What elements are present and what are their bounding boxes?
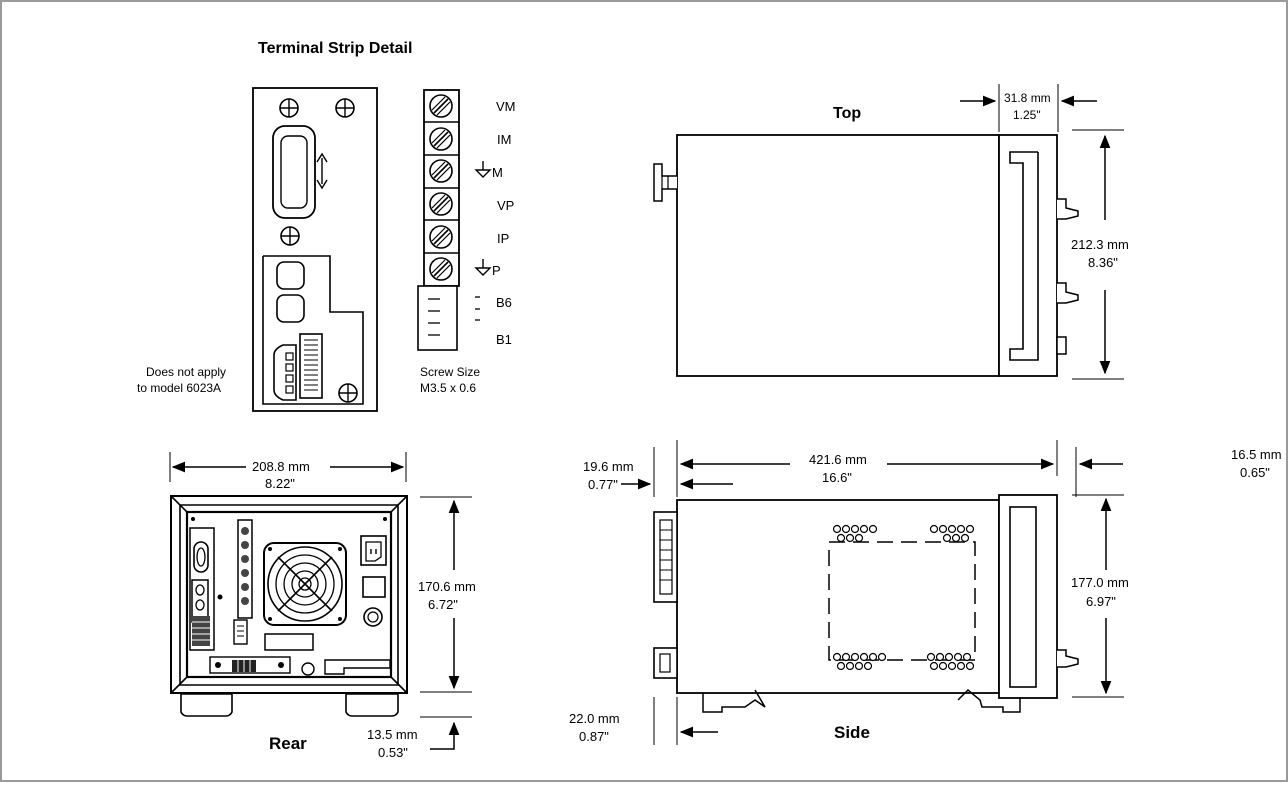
side-title: Side — [834, 723, 870, 742]
side-right-mm: 16.5 mm — [1231, 447, 1282, 462]
mounting-screw-icon — [279, 98, 299, 118]
label-p: P — [492, 263, 501, 278]
terminal-title: Terminal Strip Detail — [258, 40, 412, 57]
side-length-in: 16.6" — [822, 470, 852, 485]
top-view: Top 31.8 mm 1.25" 212.3 mm 8.36" — [653, 84, 1129, 380]
rear-height-mm: 170.6 mm — [418, 579, 476, 594]
screw-head-icon — [429, 94, 453, 118]
side-length-mm: 421.6 mm — [809, 452, 867, 467]
side-left-mm: 19.6 mm — [583, 459, 634, 474]
rear-height-in: 6.72" — [428, 597, 458, 612]
power-inlet-icon — [360, 535, 387, 566]
screw-size-line1: Screw Size — [420, 365, 480, 379]
screw-size-line2: M3.5 x 0.6 — [420, 381, 476, 395]
label-vp: VP — [497, 198, 514, 213]
ground-symbol-icon — [475, 160, 491, 178]
side-height-in: 6.97" — [1086, 594, 1116, 609]
note-line2: to model 6023A — [137, 381, 221, 395]
mounting-screw-icon — [335, 98, 355, 118]
screw-head-icon — [429, 225, 453, 249]
mounting-screw-icon — [280, 226, 300, 246]
terminal-strip-detail: Terminal Strip Detail — [137, 40, 516, 412]
screw-head-icon — [429, 257, 453, 281]
label-im: IM — [497, 132, 511, 147]
rear-width-mm: 208.8 mm — [252, 459, 310, 474]
fan-icon — [263, 542, 347, 626]
bus-strip — [417, 285, 458, 351]
label-b6: B6 — [496, 295, 512, 310]
double-arrow-icon — [316, 152, 328, 190]
side-height-mm: 177.0 mm — [1071, 575, 1129, 590]
side-bottom-mm: 22.0 mm — [569, 711, 620, 726]
top-body — [676, 134, 1000, 377]
label-vm: VM — [496, 99, 516, 114]
rear-view: 208.8 mm 8.22" — [169, 452, 476, 760]
label-b1: B1 — [496, 332, 512, 347]
label-m: M — [492, 165, 503, 180]
top-width-in: 1.25" — [1013, 108, 1041, 122]
ground-symbol-icon — [475, 258, 491, 276]
screw-head-icon — [429, 127, 453, 151]
rear-title: Rear — [269, 734, 307, 753]
top-height-in: 8.36" — [1088, 255, 1118, 270]
note-line1: Does not apply — [146, 365, 226, 379]
rear-width-in: 8.22" — [265, 476, 295, 491]
label-ip: IP — [497, 231, 509, 246]
side-bottom-in: 0.87" — [579, 729, 609, 744]
side-right-in: 0.65" — [1240, 465, 1270, 480]
rear-foot-in: 0.53" — [378, 745, 408, 760]
screw-head-icon — [429, 159, 453, 183]
side-left-in: 0.77" — [588, 477, 618, 492]
digital-io-connector — [299, 333, 323, 399]
top-width-mm: 31.8 mm — [1004, 91, 1051, 105]
top-front-handle-plate — [998, 134, 1058, 377]
top-title: Top — [833, 105, 861, 122]
mounting-screw-icon — [338, 383, 358, 403]
rear-foot-mm: 13.5 mm — [367, 727, 418, 742]
top-height-mm: 212.3 mm — [1071, 237, 1129, 252]
screw-head-icon — [429, 192, 453, 216]
side-view: 421.6 mm 16.6" 19.6 mm 0.77" 16.5 mm 0.6… — [569, 440, 1282, 745]
